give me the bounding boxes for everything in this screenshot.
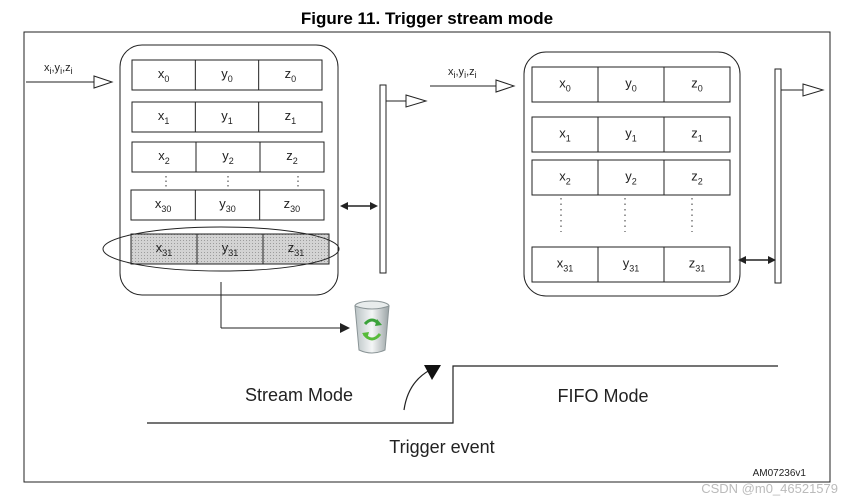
right-row-1: x1 y1 z1 — [531, 116, 731, 153]
left-cell: z0 — [285, 66, 297, 84]
left-input-label: xi,yi,zi — [44, 62, 73, 76]
right-row-3: x31 y31 z31 — [531, 246, 731, 283]
right-row-box — [531, 116, 731, 153]
right-cell: x1 — [559, 126, 571, 144]
right-cell: z0 — [691, 76, 703, 94]
left-cell: y0 — [221, 66, 233, 84]
right-cell: z2 — [691, 169, 703, 187]
right-input-arrow — [430, 79, 516, 93]
trigger-event-label: Trigger event — [389, 437, 494, 457]
left-output-arrow — [386, 94, 428, 108]
right-cell: z31 — [689, 256, 706, 274]
right-row-box — [531, 66, 731, 103]
left-row-box — [130, 233, 330, 265]
left-cell: z1 — [285, 108, 297, 126]
left-row-3: x30 y30 z30 — [130, 189, 325, 221]
right-cell: x31 — [557, 256, 574, 274]
left-row-2: x2 y2 z2 — [131, 141, 325, 173]
trigger-signal-line — [147, 365, 778, 424]
left-cell: x31 — [156, 240, 173, 258]
left-cell: z31 — [288, 240, 305, 258]
discard-row-highlight — [102, 226, 340, 272]
left-cell: y31 — [222, 240, 239, 258]
figure-frame — [23, 31, 831, 483]
right-bidirectional-arrow — [738, 256, 776, 264]
right-row-2: x2 y2 z2 — [531, 159, 731, 196]
right-cell: x0 — [559, 76, 571, 94]
fifo-mode-label: FIFO Mode — [557, 386, 648, 406]
stream-mode-label: Stream Mode — [245, 385, 353, 405]
right-row-box — [531, 159, 731, 196]
right-cell: x2 — [559, 169, 571, 187]
left-cell: y1 — [221, 108, 233, 126]
left-row-1: x1 y1 z1 — [131, 101, 323, 133]
right-output-bus — [774, 68, 782, 284]
right-row-box — [531, 246, 731, 283]
right-row-0: x0 y0 z0 — [531, 66, 731, 103]
left-cell: x1 — [158, 108, 170, 126]
left-row-4: x31 y31 z31 — [130, 233, 330, 265]
discard-arrow — [220, 282, 350, 333]
left-row-box — [131, 59, 323, 91]
left-cell: y2 — [222, 148, 234, 166]
watermark-text: CSDN @m0_46521579 — [701, 481, 838, 496]
left-cell: x0 — [158, 66, 170, 84]
figure-id: AM07236v1 — [753, 468, 807, 479]
right-output-arrow — [781, 83, 825, 97]
left-row-box — [130, 189, 325, 221]
right-cell: y0 — [625, 76, 637, 94]
left-fifo-rows: x0 y0 z0 x1 y1 z1 x2 y2 z2 x30 y30 z30 x31 y31 z31 — [130, 59, 330, 265]
recycle-bin-icon — [354, 300, 390, 354]
left-bidirectional-arrow — [340, 202, 378, 210]
left-cell: y30 — [219, 196, 236, 214]
left-cell: x30 — [155, 196, 172, 214]
left-cell: z30 — [284, 196, 301, 214]
right-fifo-rows: x0 y0 z0 x1 y1 z1 x2 y2 z2 x31 y31 z31 — [531, 66, 731, 283]
left-cell: z2 — [286, 148, 298, 166]
right-cell: y1 — [625, 126, 637, 144]
trigger-curved-arrow — [403, 365, 441, 411]
right-ellipsis-dots — [560, 198, 693, 232]
right-cell: y2 — [625, 169, 637, 187]
right-input-label: xi,yi,zi — [448, 66, 477, 80]
left-input-arrow — [26, 75, 114, 89]
right-cell: y31 — [623, 256, 640, 274]
figure-title: Figure 11. Trigger stream mode — [301, 9, 553, 28]
left-row-0: x0 y0 z0 — [131, 59, 323, 91]
left-cell: x2 — [158, 148, 170, 166]
left-row-box — [131, 101, 323, 133]
left-output-bus — [379, 84, 387, 274]
right-cell: z1 — [691, 126, 703, 144]
left-row-box — [131, 141, 325, 173]
